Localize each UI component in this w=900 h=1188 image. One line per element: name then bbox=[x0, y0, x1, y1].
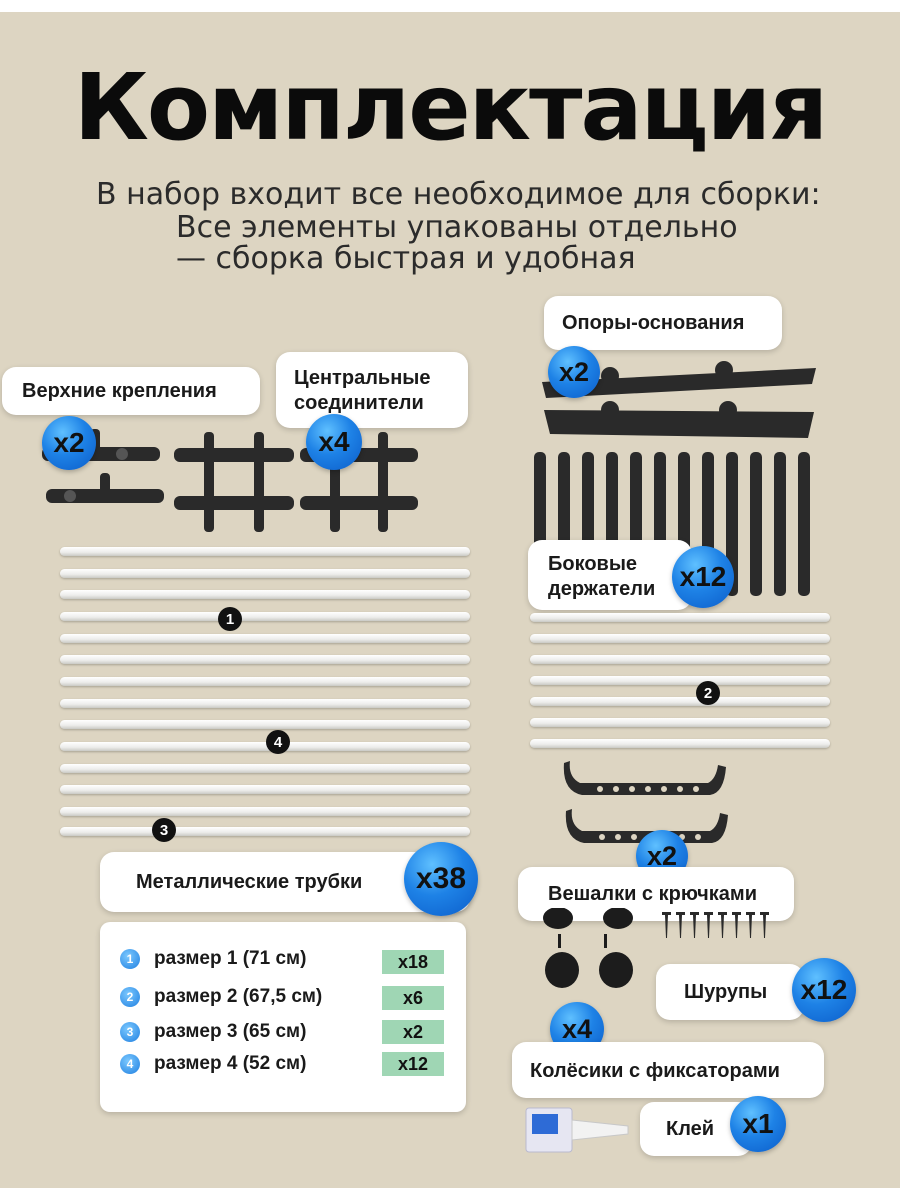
tube bbox=[530, 718, 830, 727]
size-quantity: x18 bbox=[382, 950, 444, 974]
tube bbox=[530, 739, 830, 748]
subtitle-line-3: — сборка быстрая и удобная bbox=[176, 241, 636, 276]
base-support-icon bbox=[542, 361, 816, 438]
tube-marker-4: 4 bbox=[266, 730, 290, 754]
side-holders-card: Боковые держатели bbox=[528, 540, 692, 610]
tube bbox=[60, 827, 470, 836]
tube bbox=[60, 699, 470, 708]
page-title: Комплектация bbox=[73, 54, 829, 161]
connector-icon bbox=[174, 432, 418, 532]
tube bbox=[60, 807, 470, 816]
tube bbox=[60, 764, 470, 773]
top-mounts-label: Верхние крепления bbox=[22, 380, 217, 402]
tube-marker-1: 1 bbox=[218, 607, 242, 631]
glue-tube-icon bbox=[525, 1107, 629, 1153]
tube-size-row: 3 размер 3 (65 см) bbox=[120, 1019, 450, 1045]
tube-size-row: 2 размер 2 (67,5 см) bbox=[120, 984, 450, 1010]
size-number-badge: 3 bbox=[120, 1022, 140, 1042]
product-kit-sheet: Комплектация В набор входит все необходи… bbox=[0, 12, 900, 1188]
central-connectors-count-badge: x4 bbox=[306, 414, 362, 470]
tube bbox=[60, 612, 470, 621]
tube bbox=[530, 676, 830, 685]
screws-card: Шурупы bbox=[656, 964, 804, 1020]
central-connectors-label-1: Центральные bbox=[294, 367, 431, 389]
hangers-label: Вешалки с крючками bbox=[548, 883, 757, 905]
metal-tubes-count-badge: x38 bbox=[404, 842, 478, 916]
tube bbox=[60, 785, 470, 794]
tube-size-row: 1 размер 1 (71 см) bbox=[120, 946, 450, 972]
size-number-badge: 1 bbox=[120, 949, 140, 969]
size-description: размер 2 (67,5 см) bbox=[154, 986, 323, 1007]
tube bbox=[530, 655, 830, 664]
size-number-badge: 2 bbox=[120, 987, 140, 1007]
tube bbox=[60, 742, 470, 751]
tube-sizes-card: 1 размер 1 (71 см) x18 2 размер 2 (67,5 … bbox=[100, 922, 466, 1112]
screws-count-badge: x12 bbox=[792, 958, 856, 1022]
tube-marker-2: 2 bbox=[696, 681, 720, 705]
screws-label: Шурупы bbox=[684, 981, 768, 1003]
top-mounts-count-badge: x2 bbox=[42, 416, 96, 470]
size-description: размер 1 (71 см) bbox=[154, 948, 307, 969]
screw-icon bbox=[662, 912, 769, 938]
size-quantity: x6 bbox=[382, 986, 444, 1010]
glue-count-badge: x1 bbox=[730, 1096, 786, 1152]
glue-label: Клей bbox=[666, 1118, 715, 1140]
wheel-icon bbox=[543, 908, 633, 988]
size-description: размер 3 (65 см) bbox=[154, 1021, 307, 1042]
central-connectors-label-2: соединители bbox=[294, 392, 424, 414]
wheels-label: Колёсики с фиксаторами bbox=[530, 1060, 780, 1082]
base-supports-label: Опоры-основания bbox=[562, 312, 745, 334]
side-holders-count-badge: x12 bbox=[672, 546, 734, 608]
tube-marker-3: 3 bbox=[152, 818, 176, 842]
tube-size-row: 4 размер 4 (52 см) bbox=[120, 1051, 450, 1077]
metal-tubes-label: Металлические трубки bbox=[136, 871, 363, 893]
tube bbox=[60, 720, 470, 729]
tube bbox=[530, 697, 830, 706]
top-mounts-card: Верхние крепления bbox=[2, 367, 260, 415]
tube bbox=[530, 613, 830, 622]
tube bbox=[60, 590, 470, 599]
tube bbox=[60, 655, 470, 664]
tube bbox=[60, 547, 470, 556]
base-supports-card: Опоры-основания bbox=[544, 296, 782, 350]
size-number-badge: 4 bbox=[120, 1054, 140, 1074]
base-supports-count-badge: x2 bbox=[548, 346, 600, 398]
size-quantity: x12 bbox=[382, 1052, 444, 1076]
subtitle-line-1: В набор входит все необходимое для сборк… bbox=[96, 177, 821, 212]
size-quantity: x2 bbox=[382, 1020, 444, 1044]
side-holders-label-2: держатели bbox=[548, 578, 656, 600]
wheels-card: Колёсики с фиксаторами bbox=[512, 1042, 824, 1098]
size-description: размер 4 (52 см) bbox=[154, 1053, 307, 1074]
tube bbox=[60, 677, 470, 686]
subtitle-line-2: Все элементы упакованы отдельно bbox=[176, 210, 738, 245]
tube bbox=[60, 634, 470, 643]
central-connectors-card: Центральные соединители bbox=[276, 352, 468, 428]
side-holders-label-1: Боковые bbox=[548, 553, 638, 575]
tube bbox=[530, 634, 830, 643]
tube bbox=[60, 569, 470, 578]
